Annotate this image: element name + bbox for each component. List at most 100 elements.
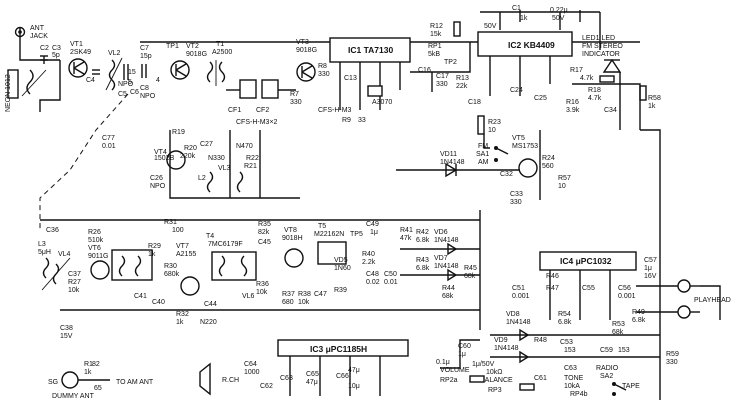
- svg-text:1k: 1k: [176, 319, 184, 326]
- svg-text:1k: 1k: [648, 103, 656, 110]
- svg-text:7MC6179F: 7MC6179F: [208, 241, 243, 248]
- svg-text:50V: 50V: [552, 15, 565, 22]
- svg-text:C40: C40: [152, 299, 165, 306]
- diode-vd11: VD11 1N4148: [396, 151, 520, 178]
- svg-text:R27: R27: [68, 279, 81, 286]
- svg-text:C41: C41: [134, 293, 147, 300]
- svg-text:0.02: 0.02: [366, 279, 380, 286]
- svg-text:1N4148: 1N4148: [434, 237, 459, 244]
- svg-text:VD6: VD6: [434, 229, 448, 236]
- svg-text:VD7: VD7: [434, 255, 448, 262]
- svg-text:C45: C45: [258, 239, 271, 246]
- svg-text:153: 153: [618, 347, 630, 354]
- svg-text:R47: R47: [546, 285, 559, 292]
- svg-text:C66: C66: [336, 373, 349, 380]
- cap-c4: C4: [86, 69, 100, 84]
- svg-text:VT3: VT3: [296, 39, 309, 46]
- svg-text:PLAYHEAD: PLAYHEAD: [694, 297, 731, 304]
- svg-text:C6: C6: [130, 89, 139, 96]
- svg-text:220k: 220k: [180, 153, 196, 160]
- svg-text:1μ/50V: 1μ/50V: [472, 361, 495, 368]
- svg-text:CFS-H-M3×2: CFS-H-M3×2: [236, 119, 278, 126]
- svg-text:0.01: 0.01: [384, 279, 398, 286]
- detector-section: C16 C17 330 TP2 R13 22k C18: [410, 42, 481, 106]
- svg-text:C62: C62: [260, 383, 273, 390]
- svg-text:3.9k: 3.9k: [566, 107, 580, 114]
- ic3-upc1185h: IC3 μPC1185H C64 1000 R.CH C62 C63 C65 4…: [199, 339, 409, 396]
- svg-text:1000: 1000: [244, 369, 260, 376]
- am-rail: [40, 219, 480, 311]
- svg-text:C38: C38: [60, 325, 73, 332]
- svg-text:C32: C32: [500, 171, 513, 178]
- svg-text:N470: N470: [236, 143, 253, 150]
- svg-text:C2: C2: [40, 45, 49, 52]
- svg-text:5p: 5p: [52, 52, 60, 59]
- svg-text:C63: C63: [280, 375, 293, 382]
- svg-text:R53: R53: [612, 321, 625, 328]
- svg-text:VL3: VL3: [218, 165, 231, 172]
- svg-text:VT7: VT7: [176, 243, 189, 250]
- svg-text:R59: R59: [666, 351, 679, 358]
- svg-text:C61: C61: [534, 375, 547, 382]
- stereo-decoder-passives: R17 4.7k R18 4.7k R16 3.9k C24 C25 C34 R…: [510, 67, 661, 130]
- svg-text:1k: 1k: [148, 251, 156, 258]
- svg-text:0.22μ: 0.22μ: [550, 7, 568, 14]
- svg-text:C59: C59: [600, 347, 613, 354]
- svg-text:0.01: 0.01: [102, 143, 116, 150]
- svg-text:N220: N220: [200, 319, 217, 326]
- svg-text:C64: C64: [244, 361, 257, 368]
- svg-text:C44: C44: [204, 301, 217, 308]
- svg-text:C4: C4: [86, 77, 95, 84]
- svg-text:9018G: 9018G: [296, 47, 317, 54]
- svg-text:R8: R8: [318, 63, 327, 70]
- svg-text:10k: 10k: [298, 299, 310, 306]
- svg-text:C13: C13: [344, 75, 357, 82]
- transistor-vt6: R26 510k VT6 9011G C37 R27 10k C38 15V: [60, 229, 110, 340]
- svg-text:R24: R24: [542, 155, 555, 162]
- svg-text:15V: 15V: [60, 333, 73, 340]
- svg-text:330: 330: [290, 99, 302, 106]
- svg-text:65: 65: [94, 385, 102, 392]
- transformer-t1: T1 A2500: [206, 41, 232, 86]
- am-osc-coils: R31 100 R29 1k R30 680k C41 C40 R32 1k: [111, 219, 189, 326]
- svg-text:VT5: VT5: [512, 135, 525, 142]
- svg-text:680k: 680k: [164, 271, 180, 278]
- svg-text:M22162N: M22162N: [314, 231, 344, 238]
- svg-text:10k: 10k: [68, 287, 80, 294]
- svg-text:C33: C33: [510, 191, 523, 198]
- svg-text:330: 330: [510, 199, 522, 206]
- svg-text:R9: R9: [342, 117, 351, 124]
- svg-text:R43: R43: [416, 257, 429, 264]
- svg-text:16V: 16V: [644, 273, 657, 280]
- svg-text:82k: 82k: [258, 229, 270, 236]
- svg-text:VT2: VT2: [186, 43, 199, 50]
- svg-text:68k: 68k: [612, 329, 624, 336]
- svg-text:10kΩ: 10kΩ: [486, 369, 503, 376]
- svg-text:33: 33: [358, 117, 366, 124]
- svg-text:82: 82: [92, 361, 100, 368]
- svg-text:1N4148: 1N4148: [506, 319, 531, 326]
- svg-text:VT1: VT1: [70, 41, 83, 48]
- svg-text:10: 10: [488, 127, 496, 134]
- svg-text:R36: R36: [256, 281, 269, 288]
- svg-text:RP2a: RP2a: [440, 377, 458, 384]
- svg-text:C48: C48: [366, 271, 379, 278]
- ceramic-filters: CF1 CF2 CFS-H-M3×2: [226, 79, 296, 126]
- svg-text:LED1 LED: LED1 LED: [582, 35, 615, 42]
- svg-text:6.8k: 6.8k: [632, 317, 646, 324]
- svg-text:DUMMY ANT: DUMMY ANT: [52, 393, 95, 400]
- svg-text:VL2: VL2: [108, 50, 121, 57]
- svg-text:50V: 50V: [484, 23, 497, 30]
- band-switch: R23 10 FM SA1 AM VT5 MS1753 C32 C33 330 …: [476, 115, 571, 206]
- svg-text:FM: FM: [478, 143, 488, 150]
- diode-matrix: R41 47k R42 6.8k R43 6.8k VD6 1N4148 VD7…: [400, 210, 481, 330]
- svg-text:BALANCE: BALANCE: [480, 377, 513, 384]
- svg-text:1502B: 1502B: [154, 155, 175, 162]
- svg-text:RP3: RP3: [488, 387, 502, 394]
- right-rail: [640, 129, 721, 400]
- ic1-ta7130: IC1 TA7130 C13 CFS-H-M3 A3070 R9 33: [318, 37, 411, 124]
- neon-lamp: NEON 1012: [5, 69, 19, 112]
- svg-text:T5: T5: [318, 223, 326, 230]
- svg-text:SG: SG: [48, 379, 58, 386]
